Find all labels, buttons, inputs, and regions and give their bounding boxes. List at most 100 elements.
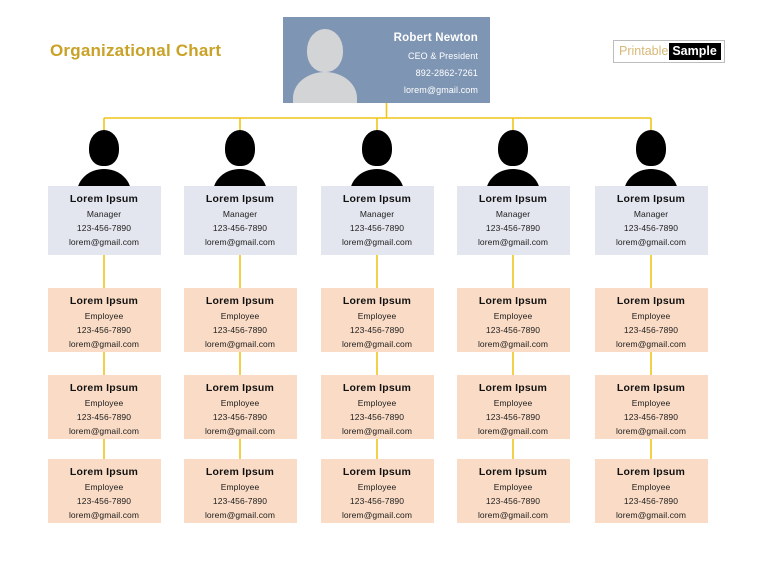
node-name: Lorem Ipsum xyxy=(342,193,412,205)
avatar-body-shape xyxy=(293,72,357,103)
node-phone: 123-456-7890 xyxy=(485,496,541,506)
node-role: Employee xyxy=(631,311,671,321)
silhouette-head-shape xyxy=(498,130,528,166)
node-email: lorem@gmail.com xyxy=(615,510,687,520)
node-phone: 123-456-7890 xyxy=(349,325,405,335)
silhouette-head-shape xyxy=(362,130,392,166)
node-email: lorem@gmail.com xyxy=(341,426,413,436)
node-phone: 123-456-7890 xyxy=(212,496,268,506)
node-name: Lorem Ipsum xyxy=(342,295,412,307)
node-name: Lorem Ipsum xyxy=(342,466,412,478)
node-email: lorem@gmail.com xyxy=(615,426,687,436)
node-phone: 123-456-7890 xyxy=(485,412,541,422)
node-role: Employee xyxy=(631,398,671,408)
node-name: Lorem Ipsum xyxy=(616,466,686,478)
node-email: lorem@gmail.com xyxy=(68,339,140,349)
node-role: Employee xyxy=(493,311,533,321)
node-role: Employee xyxy=(631,482,671,492)
node-name: Lorem Ipsum xyxy=(342,382,412,394)
node-email: lorem@gmail.com xyxy=(204,339,276,349)
node-phone: 123-456-7890 xyxy=(485,325,541,335)
node-name: Lorem Ipsum xyxy=(205,193,275,205)
node-email: lorem@gmail.com xyxy=(477,510,549,520)
node-phone: 123-456-7890 xyxy=(212,325,268,335)
node-name: Lorem Ipsum xyxy=(69,193,139,205)
node-role: Employee xyxy=(84,311,124,321)
node-phone: 123-456-7890 xyxy=(212,412,268,422)
node-email: lorem@gmail.com xyxy=(477,339,549,349)
person-avatar-icon xyxy=(283,17,369,103)
node-email: lorem@gmail.com xyxy=(68,426,140,436)
node-email: lorem@gmail.com xyxy=(477,426,549,436)
node-role: Manager xyxy=(222,209,258,219)
node-role: Employee xyxy=(493,482,533,492)
node-role: Manager xyxy=(633,209,669,219)
brand-logo-printable-text: Printable xyxy=(619,44,669,58)
node-email: lorem@gmail.com xyxy=(204,426,276,436)
node-role: Employee xyxy=(220,398,260,408)
node-email: lorem@gmail.com xyxy=(204,237,276,247)
node-phone: 123-456-7890 xyxy=(623,223,679,233)
node-role: Employee xyxy=(84,398,124,408)
node-phone: 123-456-7890 xyxy=(623,496,679,506)
node-role: Employee xyxy=(84,482,124,492)
node-email: lorem@gmail.com xyxy=(204,510,276,520)
person-silhouette-icon xyxy=(350,130,404,203)
person-silhouette-icon xyxy=(77,130,131,203)
node-name: Lorem Ipsum xyxy=(69,466,139,478)
node-name: Lorem Ipsum xyxy=(478,382,548,394)
node-email: lorem@gmail.com xyxy=(341,237,413,247)
brand-logo[interactable]: Printable Sample xyxy=(613,40,725,63)
node-name: Lorem Ipsum xyxy=(69,382,139,394)
node-phone: 123-456-7890 xyxy=(623,412,679,422)
node-name: Lorem Ipsum xyxy=(478,193,548,205)
node-email: lorem@gmail.com xyxy=(615,339,687,349)
node-name: Lorem Ipsum xyxy=(205,295,275,307)
node-role: Employee xyxy=(357,398,397,408)
root-node-phone: 892-2862-7261 xyxy=(415,68,478,78)
node-email: lorem@gmail.com xyxy=(68,237,140,247)
node-name: Lorem Ipsum xyxy=(205,466,275,478)
node-name: Lorem Ipsum xyxy=(205,382,275,394)
silhouette-head-shape xyxy=(89,130,119,166)
node-role: Manager xyxy=(86,209,122,219)
root-node-name: Robert Newton xyxy=(393,32,478,44)
node-email: lorem@gmail.com xyxy=(68,510,140,520)
node-phone: 123-456-7890 xyxy=(349,223,405,233)
brand-logo-sample-text: Sample xyxy=(669,43,721,60)
node-phone: 123-456-7890 xyxy=(349,496,405,506)
node-phone: 123-456-7890 xyxy=(76,223,132,233)
person-silhouette-icon xyxy=(624,130,678,203)
node-name: Lorem Ipsum xyxy=(616,295,686,307)
node-role: Manager xyxy=(359,209,395,219)
node-role: Employee xyxy=(220,311,260,321)
node-phone: 123-456-7890 xyxy=(485,223,541,233)
node-role: Employee xyxy=(357,482,397,492)
node-email: lorem@gmail.com xyxy=(477,237,549,247)
node-phone: 123-456-7890 xyxy=(76,496,132,506)
root-node-card-ceo[interactable]: Robert Newton CEO & President 892-2862-7… xyxy=(283,17,490,103)
node-phone: 123-456-7890 xyxy=(349,412,405,422)
node-email: lorem@gmail.com xyxy=(341,510,413,520)
